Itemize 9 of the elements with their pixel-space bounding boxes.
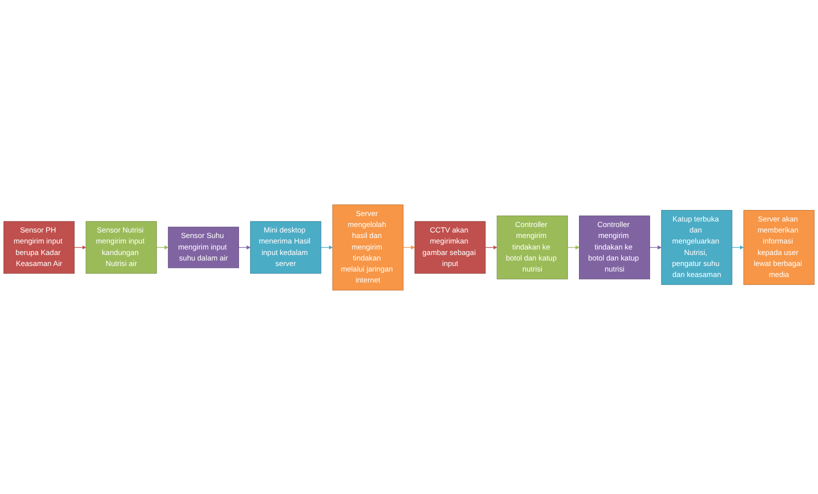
- arrow: [238, 244, 251, 250]
- arrow: [402, 244, 415, 250]
- arrow: [485, 244, 498, 250]
- arrow: [649, 244, 662, 250]
- arrow: [732, 244, 744, 250]
- arrow: [74, 244, 86, 250]
- arrow: [156, 244, 168, 250]
- arrow: [567, 244, 580, 250]
- arrow: [320, 244, 333, 250]
